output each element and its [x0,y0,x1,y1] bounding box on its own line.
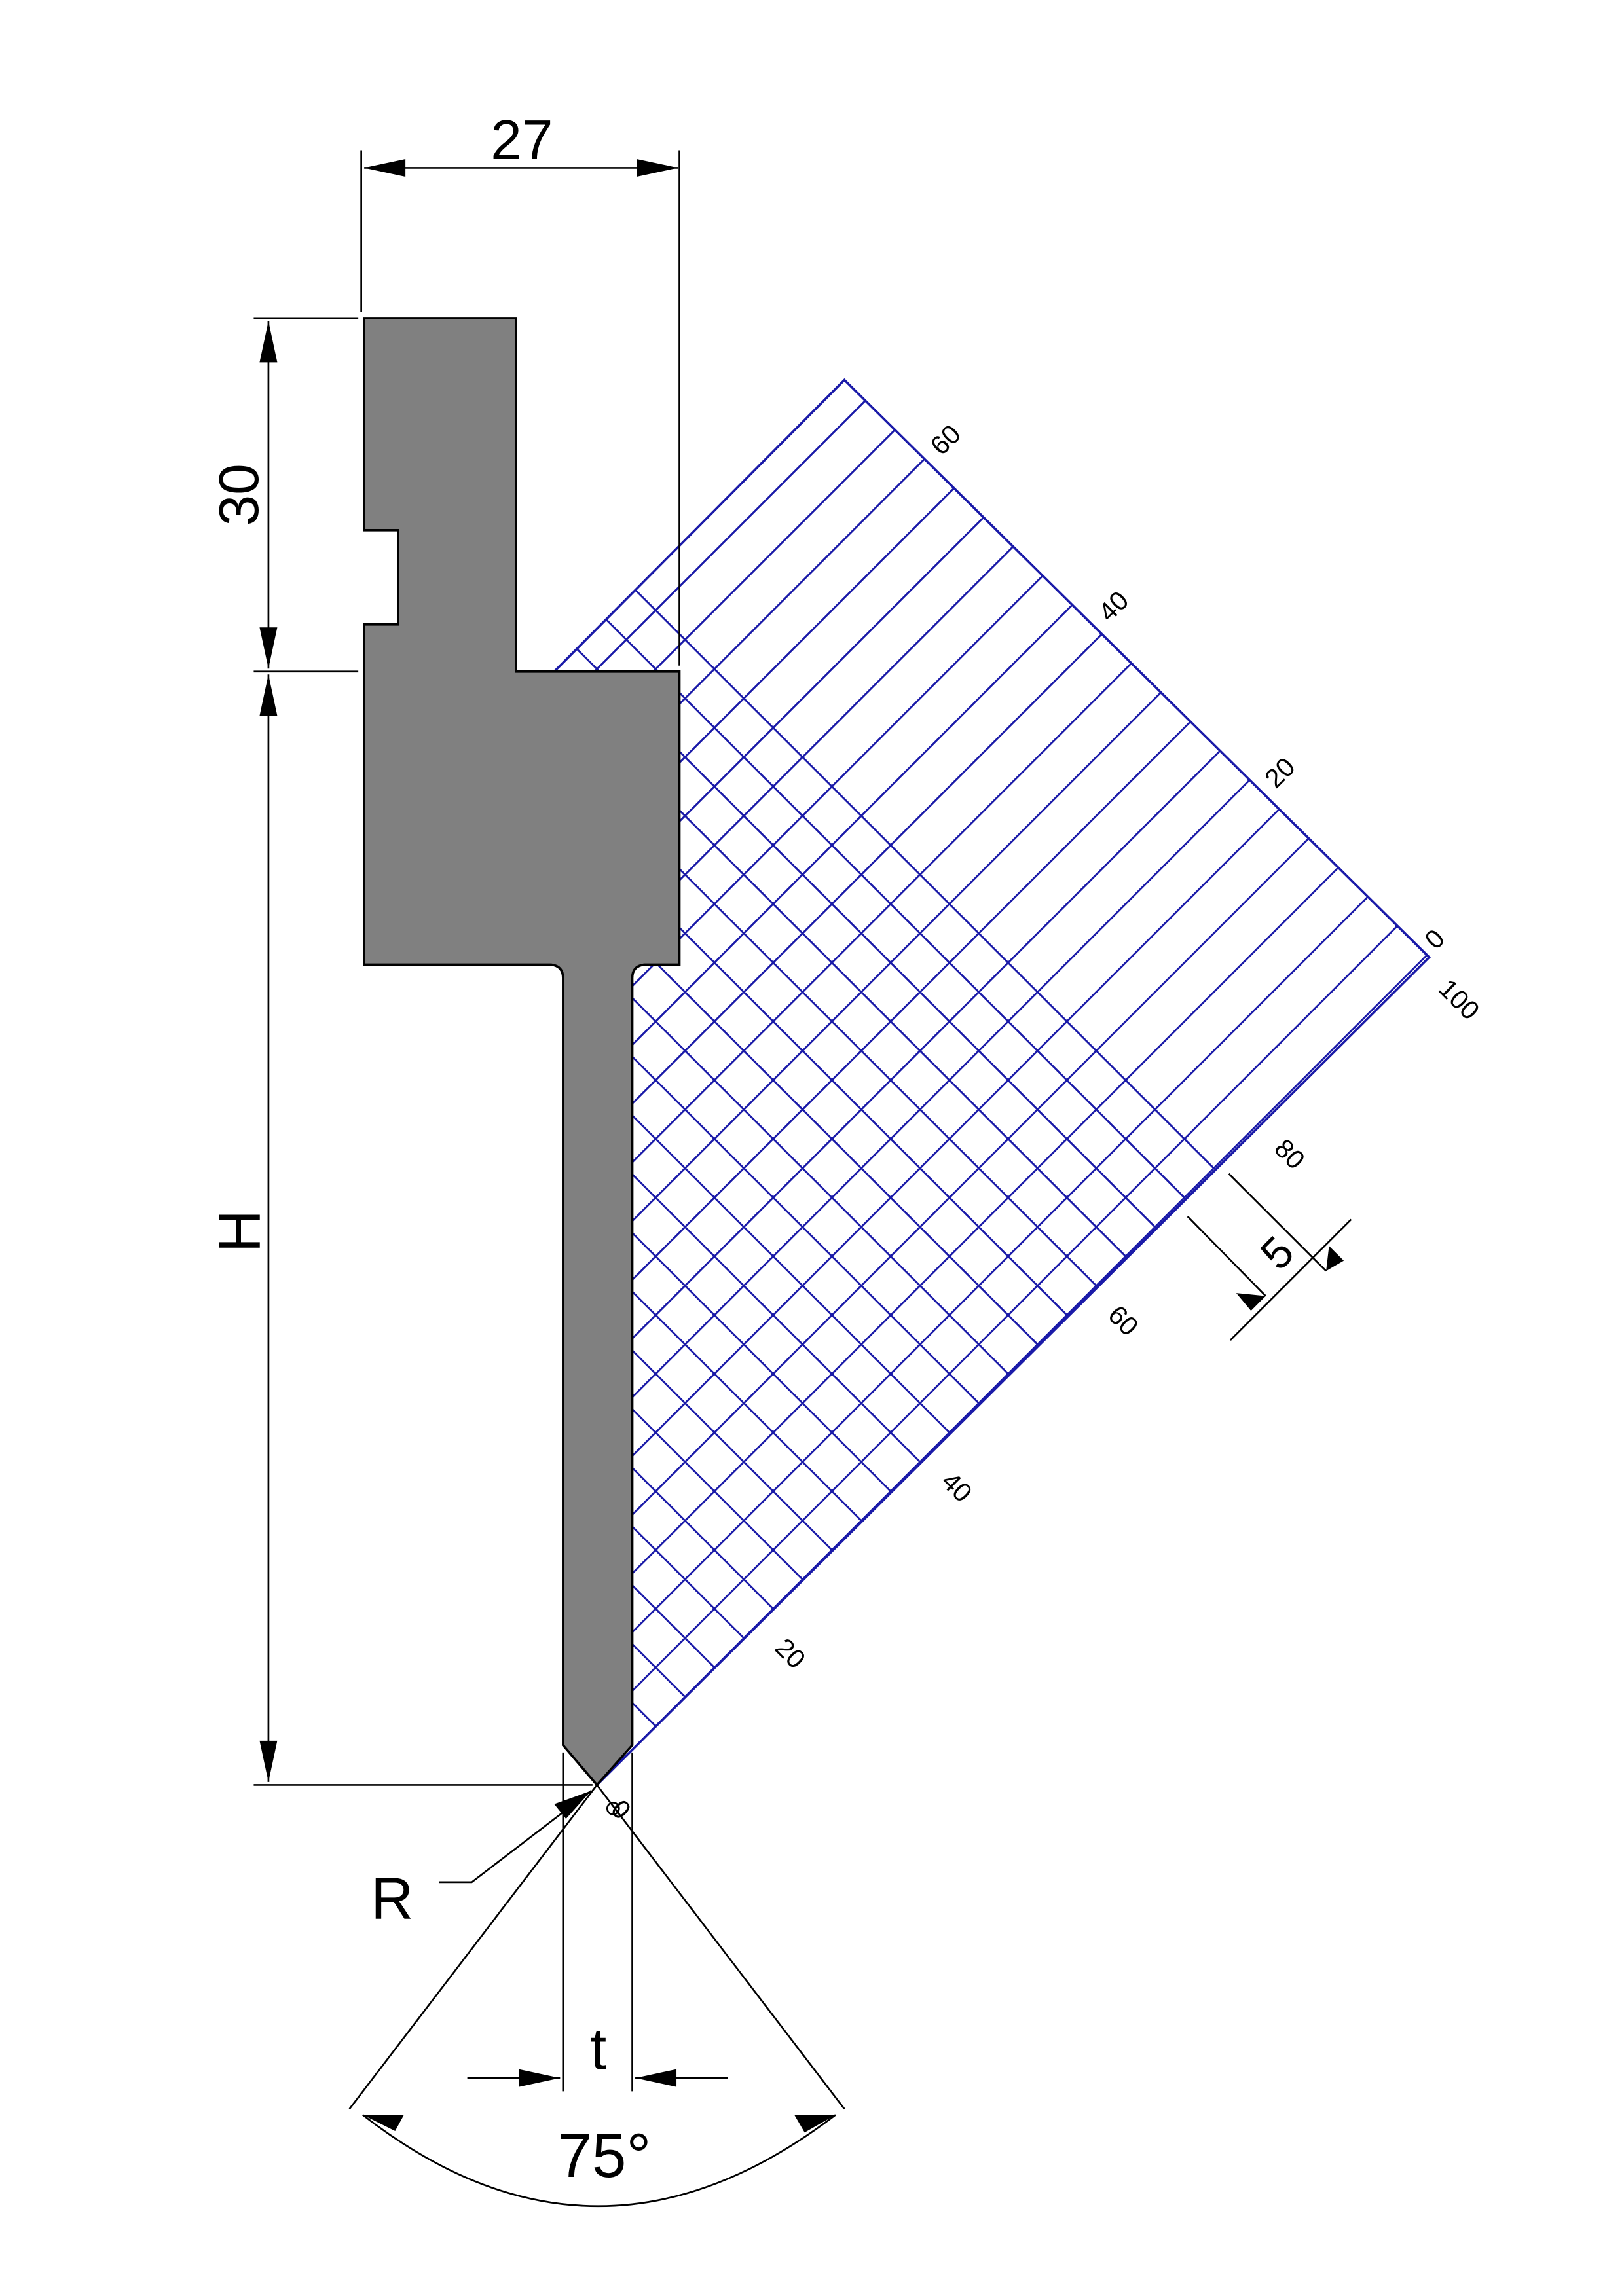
grid-line [554,380,1009,1375]
height-label: H [207,1210,272,1252]
grid-line [554,380,833,1551]
grid-line [554,459,1430,1639]
lower-scale-label: 40 [936,1466,978,1508]
dimension-arrowheads [259,158,1344,2133]
tang-height-label: 30 [208,464,270,526]
grid-line [554,380,1336,1345]
grid-line [554,380,1306,1316]
grid-line [554,547,1430,1727]
grid-line [554,380,1068,1316]
lower-scale-label: 80 [1269,1133,1311,1175]
grid-line [554,380,892,1492]
grid-line [554,518,1430,1698]
grid-line [554,380,980,1404]
lower-scale-label: 60 [1102,1300,1144,1341]
upper-scale-label: 60 [925,419,967,461]
bend-grid [554,380,1430,1785]
grid-outer-edge [553,378,1431,1786]
grid-line [554,380,862,1522]
grid-line [554,380,1277,1286]
grid-line [554,380,1247,1258]
thickness-label: t [590,2017,606,2083]
grid-step-label: 5 [1251,1227,1304,1279]
grid-line [566,576,1430,1757]
lower-scale-label: 20 [769,1632,811,1674]
angle-label: 75° [557,2121,651,2191]
grid-line [554,380,921,1463]
grid-line [554,380,1098,1286]
radius-label: R [371,1867,413,1932]
upper-scale-labels: 60 40 20 0 [925,419,1450,955]
upper-scale-label: 40 [1092,585,1134,627]
upper-scale-label: 20 [1259,752,1301,793]
grid-line [554,380,1127,1258]
punch-profile [363,317,681,1787]
tip-radius-marker [606,1802,620,1815]
lower-scale-label: 100 [1433,973,1485,1025]
grid-line [554,488,1430,1669]
grid-line [554,380,1039,1345]
top-width-label: 27 [490,109,553,172]
grid-line [554,380,1218,1228]
grid-line [554,380,950,1434]
grid-line [596,606,1430,1785]
